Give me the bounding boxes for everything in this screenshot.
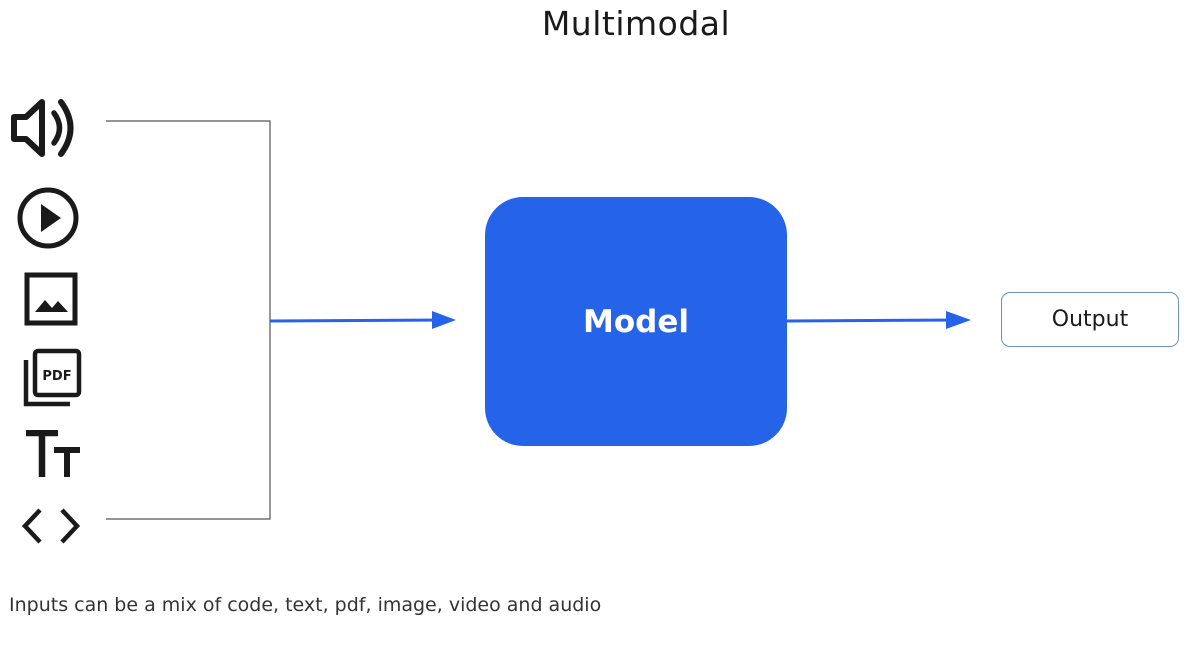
caption: Inputs can be a mix of code, text, pdf, … <box>9 594 602 616</box>
output-box: Output <box>1001 292 1179 347</box>
image-icon <box>24 272 78 326</box>
pdf-icon: PDF <box>23 348 82 407</box>
diagram-title: Multimodal <box>541 4 731 43</box>
model-label: Model <box>583 303 689 340</box>
model-box: Model <box>485 197 787 446</box>
input-bracket <box>106 120 271 520</box>
output-arrow <box>786 318 961 323</box>
output-arrow-head <box>946 311 971 329</box>
pdf-icon-label: PDF <box>42 369 71 384</box>
output-label: Output <box>1051 307 1129 332</box>
audio-icon <box>11 99 74 157</box>
input-arrow-head <box>432 311 456 329</box>
text-icon <box>26 430 80 477</box>
code-icon <box>21 508 81 544</box>
video-play-icon <box>17 187 79 249</box>
input-arrow <box>269 318 447 323</box>
